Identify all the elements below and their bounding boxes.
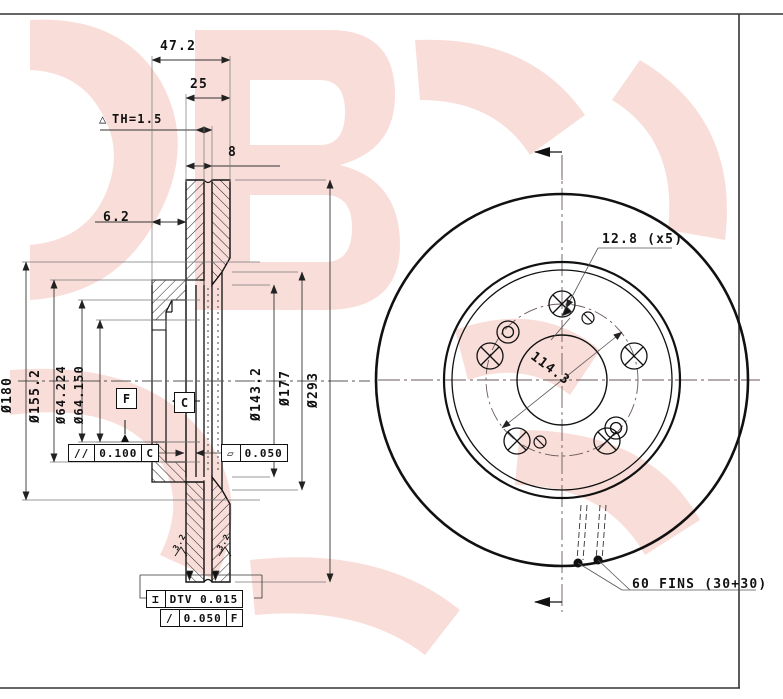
bolt-hole bbox=[593, 427, 621, 455]
cooling-fins bbox=[573, 504, 607, 568]
outer-disc-circle bbox=[374, 192, 750, 568]
parallelism-symbol: ∕∕ bbox=[74, 446, 90, 460]
annotation-fins-note: 60 FINS (30+30) bbox=[632, 577, 768, 592]
dtv-tolerance: DTV 0.015 bbox=[164, 591, 243, 607]
vent-channel-dots bbox=[207, 288, 219, 474]
bolt-hole bbox=[620, 342, 648, 370]
datum-c-box: C bbox=[174, 392, 195, 413]
runout-symbol: ∕ bbox=[166, 611, 174, 625]
dimension-outer-hat-dia: Ø180 bbox=[0, 376, 15, 413]
parallelism-tolerance: 0.100 bbox=[94, 445, 141, 461]
thickness-note-text: TH=1.5 bbox=[112, 112, 163, 126]
upper-braking-ring bbox=[185, 179, 231, 288]
dimension-bore-dia-lower: Ø64.150 bbox=[72, 365, 86, 424]
fins-leader bbox=[577, 559, 756, 591]
runout-datum: F bbox=[225, 610, 243, 626]
parallelism-control-frame: ∕∕ 0.100 C bbox=[68, 444, 159, 462]
sheet-border bbox=[0, 13, 783, 689]
dtv-symbol: ⌶ bbox=[152, 592, 160, 606]
runout-tolerance: 0.050 bbox=[178, 610, 226, 626]
runout-control-frame: ∕ 0.050 F bbox=[160, 609, 244, 627]
lower-braking-ring bbox=[185, 474, 231, 583]
flatness-control-frame: ▱ 0.050 bbox=[221, 444, 288, 462]
dimension-outer-disc-dia: Ø293 bbox=[306, 371, 321, 408]
dimension-bore-dia-upper: Ø64.224 bbox=[54, 365, 68, 424]
small-hole bbox=[533, 435, 547, 449]
locating-hole bbox=[496, 320, 520, 344]
flatness-tolerance: 0.050 bbox=[239, 445, 287, 461]
dimension-overall-width: 47.2 bbox=[160, 39, 197, 54]
bolt-hole bbox=[476, 342, 504, 370]
thickness-note-symbol: △ bbox=[99, 112, 108, 126]
flatness-symbol: ▱ bbox=[227, 446, 235, 460]
dimension-inner-braking-dia: Ø143.2 bbox=[249, 366, 264, 421]
cross-section-view bbox=[18, 56, 370, 599]
dimension-hat-dia: Ø155.2 bbox=[28, 368, 43, 423]
hat-section-upper bbox=[151, 279, 187, 331]
dimension-offset: 6.2 bbox=[103, 210, 131, 225]
bolt-circle bbox=[485, 303, 639, 457]
parallelism-datum: C bbox=[141, 445, 158, 461]
datum-f-indicator bbox=[121, 420, 129, 442]
dimension-plate-thickness: 8 bbox=[228, 145, 238, 160]
dimension-vent-dia: Ø177 bbox=[278, 369, 293, 406]
datum-f-box: F bbox=[116, 388, 137, 409]
small-hole bbox=[581, 311, 595, 325]
dtv-control-frame: ⌶ DTV 0.015 bbox=[146, 590, 244, 608]
annotation-bolt-hole-dia: 12.8 (x5) bbox=[602, 232, 684, 247]
bolt-hole bbox=[503, 427, 531, 455]
dimension-disc-width: 25 bbox=[190, 77, 209, 92]
